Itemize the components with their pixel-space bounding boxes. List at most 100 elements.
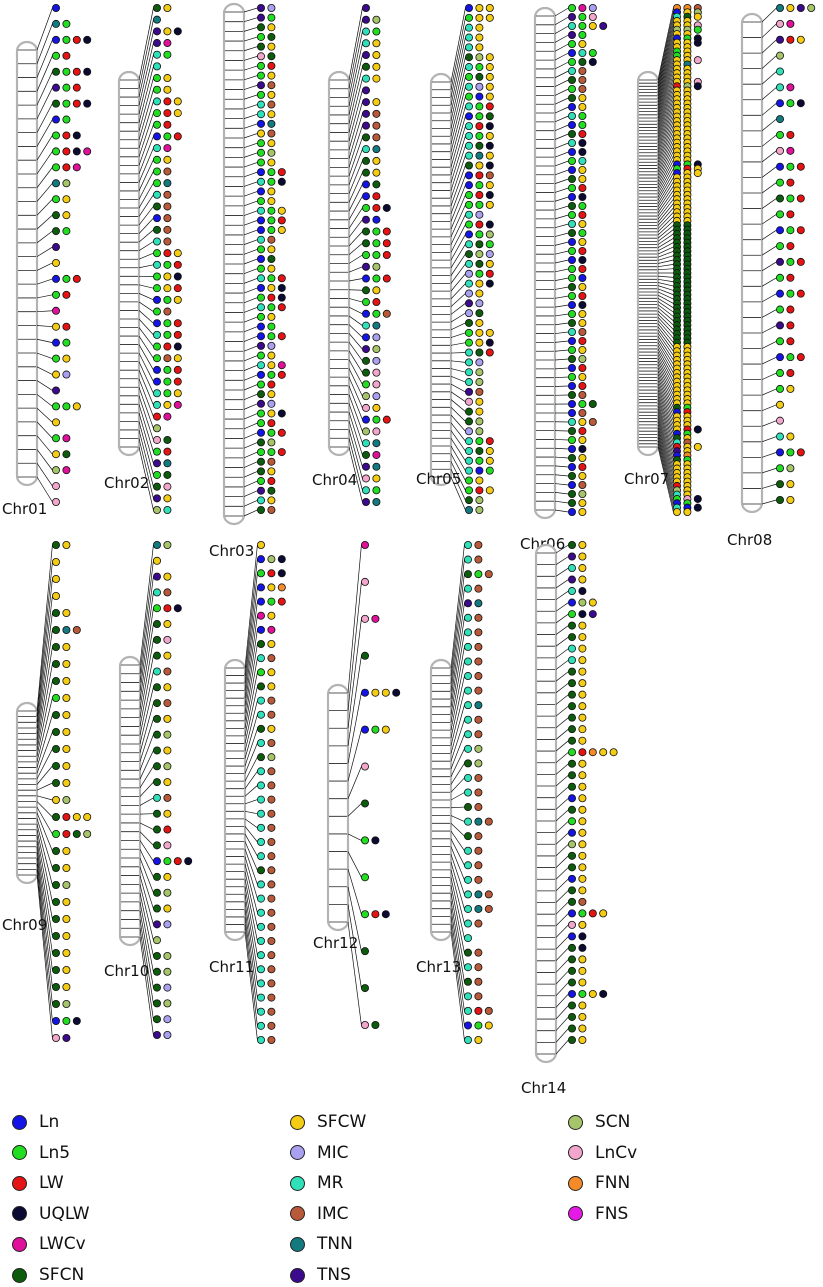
legend-swatch	[12, 1237, 27, 1252]
qtl-marker-ln5	[361, 837, 368, 844]
locus-connector	[556, 706, 568, 716]
qtl-marker-ln5	[153, 448, 160, 455]
qtl-marker-imc	[268, 782, 275, 789]
qtl-marker-sfcw	[268, 669, 275, 676]
qtl-marker-tnn	[153, 16, 160, 23]
qtl-marker-sfcw	[63, 932, 70, 939]
qtl-marker-mr	[464, 745, 471, 752]
legend-item-mic: MIC	[290, 1141, 349, 1165]
locus-connector	[762, 24, 776, 38]
locus-connector	[762, 357, 776, 364]
qtl-marker-ln5	[153, 605, 160, 612]
qtl-marker-mr	[568, 645, 575, 652]
qtl-marker-sfcw	[694, 13, 701, 20]
qtl-marker-tns	[52, 387, 59, 394]
qtl-marker-ln5	[153, 121, 160, 128]
locus-connector	[37, 199, 52, 215]
qtl-marker-mr	[257, 909, 264, 916]
qtl-marker-ln	[568, 990, 575, 997]
qtl-marker-sfcw	[52, 592, 59, 599]
qtl-marker-ln5	[257, 140, 264, 147]
qtl-marker-scn	[476, 250, 483, 257]
locus-connector	[37, 247, 52, 257]
locus-connector	[555, 368, 568, 369]
qtl-marker-tns	[257, 4, 264, 11]
qtl-marker-ln5	[476, 113, 483, 120]
qtl-marker-mic	[373, 393, 380, 400]
locus-connector	[37, 183, 52, 201]
qtl-marker-sfcw	[579, 921, 586, 928]
locus-connector	[451, 353, 465, 354]
locus-connector	[555, 501, 568, 503]
locus-connector	[556, 683, 568, 693]
locus-connector	[762, 135, 776, 146]
chromosome-chr11: Chr11	[209, 541, 285, 1043]
locus-connector	[555, 80, 568, 87]
locus-connector	[658, 343, 673, 369]
locus-connector	[244, 124, 257, 128]
qtl-marker-imc	[268, 655, 275, 662]
locus-connector	[37, 295, 52, 298]
locus-connector	[451, 361, 465, 363]
qtl-marker-lw	[372, 911, 379, 918]
qtl-marker-tnn	[475, 702, 482, 709]
qtl-marker-imc	[475, 862, 482, 869]
qtl-marker-uqlw	[278, 570, 285, 577]
qtl-marker-lw	[579, 463, 586, 470]
qtl-marker-ln	[568, 481, 575, 488]
locus-connector	[244, 288, 257, 293]
locus-connector	[349, 208, 362, 229]
locus-connector	[451, 932, 464, 1040]
qtl-marker-mr	[257, 768, 264, 775]
qtl-marker-ln	[153, 320, 160, 327]
qtl-marker-imc	[579, 85, 586, 92]
qtl-marker-ln5	[787, 449, 794, 456]
qtl-marker-lwcv	[373, 451, 380, 458]
qtl-marker-sfcw	[63, 711, 70, 718]
chromosome-body	[328, 685, 348, 930]
qtl-marker-lw	[268, 420, 275, 427]
legend-item-ln5: Ln5	[12, 1141, 70, 1165]
qtl-marker-imc	[164, 794, 171, 801]
locus-connector	[556, 879, 568, 891]
qtl-marker-tns	[153, 28, 160, 35]
qtl-marker-sfcn	[476, 241, 483, 248]
chromosome-label: Chr09	[2, 916, 47, 934]
locus-connector	[244, 201, 257, 206]
locus-connector	[555, 143, 568, 148]
qtl-marker-mic	[476, 300, 483, 307]
qtl-marker-ln	[257, 429, 264, 436]
qtl-marker-ln5	[257, 197, 264, 204]
qtl-marker-uqlw	[278, 410, 285, 417]
qtl-marker-sfcn	[257, 468, 264, 475]
qtl-marker-tns	[153, 573, 160, 580]
qtl-marker-tnn	[373, 440, 380, 447]
chromosome-label: Chr03	[209, 542, 254, 560]
qtl-marker-mr	[776, 68, 783, 75]
qtl-marker-lw	[268, 294, 275, 301]
qtl-marker-lw	[73, 36, 80, 43]
qtl-marker-sfcw	[579, 238, 586, 245]
locus-connector	[555, 206, 568, 210]
qtl-marker-sfcw	[787, 496, 794, 503]
qtl-marker-uqlw	[372, 837, 379, 844]
qtl-marker-ln5	[476, 63, 483, 70]
locus-connector	[556, 867, 568, 879]
qtl-marker-ln5	[568, 610, 575, 617]
qtl-marker-lw	[797, 449, 804, 456]
qtl-marker-lncv	[589, 13, 596, 20]
qtl-marker-imc	[268, 980, 275, 987]
locus-connector	[348, 730, 361, 781]
qtl-marker-lw	[579, 292, 586, 299]
qtl-marker-lw	[63, 291, 70, 298]
qtl-marker-imc	[373, 110, 380, 117]
qtl-marker-sfcw	[164, 74, 171, 81]
qtl-marker-sfcn	[268, 33, 275, 40]
qtl-marker-lw	[476, 172, 483, 179]
qtl-marker-sfcw	[486, 487, 493, 494]
qtl-marker-sfcn	[52, 983, 59, 990]
qtl-marker-uqlw	[694, 504, 701, 511]
qtl-marker-mic	[465, 290, 472, 297]
qtl-marker-mr	[465, 63, 472, 70]
qtl-marker-ln	[153, 366, 160, 373]
